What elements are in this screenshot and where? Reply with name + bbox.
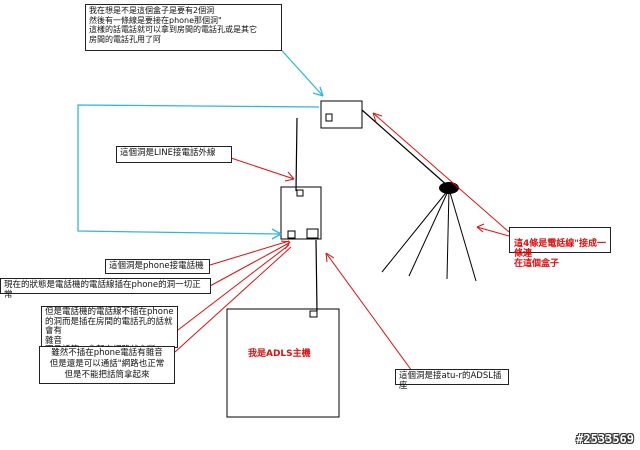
adsl-host-port (309, 310, 318, 318)
red-arrow-four-wires (372, 112, 510, 233)
middle-box-line-hole (296, 189, 304, 197)
note-line-hole: 這個洞是LINE接電話外線 (116, 146, 232, 163)
wire-bundle-2 (408, 188, 450, 277)
red-arrow-atu-socket (325, 252, 413, 372)
top-box-hole (325, 113, 333, 122)
wire-middle-to-host (315, 239, 318, 312)
red-arrow-status (209, 242, 290, 287)
middle-box-adsl-hole (306, 228, 319, 239)
cyan-loop-path (77, 104, 320, 235)
label-adsl-host: 我是ADLS主機 (248, 349, 311, 359)
cyan-arrow-head-2 (271, 228, 282, 240)
note-four-wires-text: 這4條是電話線"接成一條連 在這個盒子 (514, 239, 606, 269)
watermark: #2533569 (576, 432, 634, 446)
note-no-phone-case: 雖然不插在phone電話有雜音 但是還是可以通話"網路也正常 但是不能把話筒拿起… (39, 346, 175, 384)
red-arrow-phone-hole (209, 240, 290, 266)
red-arrow-head-atu (325, 252, 335, 263)
cyan-arrow-head-1 (312, 86, 324, 97)
red-arrow-head-line (284, 171, 295, 182)
red-arrow-unplugged (177, 244, 290, 331)
red-arrow-head-phone (280, 240, 291, 250)
note-current-status: 現在的狀態是電話機的電話線插在phone的洞一切正常 (0, 278, 211, 300)
note-four-wires: 這4條是電話線"接成一條連 在這個盒子 (509, 227, 611, 269)
wire-bundle-3 (446, 188, 450, 280)
note-atu-socket: 這個洞是接atu-r的ADSL插座 (395, 369, 509, 391)
middle-box-phone-hole (287, 230, 296, 239)
cyan-arrow-note-to-top-box (274, 42, 324, 97)
red-arrow-line-hole (230, 157, 295, 180)
red-arrow-head-wires-2 (476, 223, 485, 233)
wire-top-to-middle (295, 117, 298, 192)
wire-bundle-4 (448, 188, 477, 282)
red-arrow-no-phone (174, 246, 292, 353)
wire-bundle-knot (439, 182, 459, 194)
wire-bundle-1 (381, 188, 450, 273)
note-unplugged-case: 但是電話機的電話線不插在phone 的洞而是插在房間的電話孔的話就會有 雜音 而… (41, 306, 178, 355)
note-phone-hole: 這個洞是phone接電話機 (105, 259, 210, 274)
adsl-host-box (226, 308, 340, 418)
red-arrow-four-wires-2 (476, 226, 510, 237)
note-top-question: 我在想是不是這個盒子是要有2個洞 然後有一條線是要接在phone那個洞" 這樣的… (85, 4, 282, 51)
wire-top-to-bundle (361, 109, 450, 188)
red-arrow-head-wires (372, 112, 383, 123)
